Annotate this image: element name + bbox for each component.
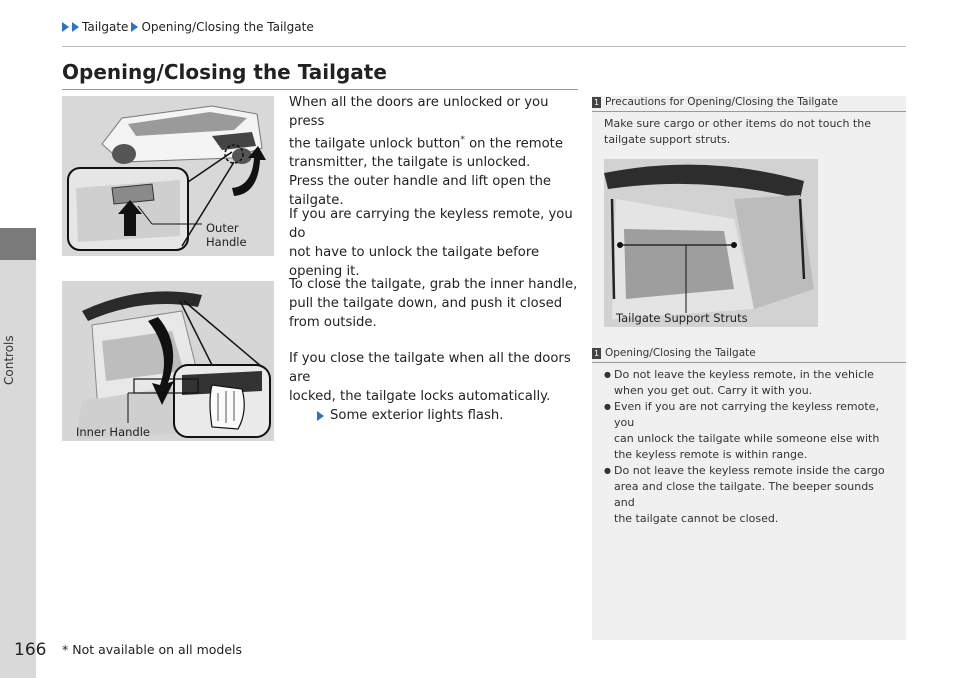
page-number: 166 [14,640,47,660]
paragraph-keyless: If you are carrying the keyless remote, … [289,205,581,281]
body-line: pull the tailgate down, and push it clos… [289,296,563,311]
breadcrumb-item-current: Opening/Closing the Tailgate [141,20,314,34]
header-divider [62,46,906,47]
outer-handle-illustration: Outer Handle [62,96,274,256]
page-title: Opening/Closing the Tailgate [62,60,387,84]
body-line: tailgate. [289,193,344,209]
inner-handle-figure: Inner Handle [62,281,274,441]
body-line: If you close the tailgate when all the d… [289,351,571,385]
inner-handle-label: Inner Handle [76,425,150,439]
body-line: When all the doors are unlocked or you p… [289,95,549,129]
title-underline [62,89,578,90]
body-line: locked, the tailgate locks automatically… [289,389,551,404]
footnote-marker: * [460,135,465,145]
body-line: opening it. [289,264,360,279]
note-icon: 1 [592,96,601,108]
outer-handle-label-line2: Handle [206,235,247,249]
breadcrumb-arrow-icon [131,22,139,32]
body-line: If you are carrying the keyless remote, … [289,207,573,241]
body-line: the tailgate unlock button* on the remot… [289,135,563,152]
support-struts-figure: Tailgate Support Struts [604,159,818,327]
support-struts-label: Tailgate Support Struts [615,311,748,325]
body-line: from outside. [289,315,377,330]
list-item: Do not leave the keyless remote, in the … [604,367,894,399]
breadcrumb-item-tailgate[interactable]: Tailgate [82,20,129,34]
support-struts-illustration: Tailgate Support Struts [604,159,818,327]
footnote: * Not available on all models [62,642,243,657]
side-tab-strip [0,260,36,678]
side-tab-marker [0,228,36,260]
side-tab: Controls [0,0,36,678]
paragraph-autolock: If you close the tailgate when all the d… [289,349,581,425]
sub-note: Some exterior lights flash. [317,406,581,425]
note-bullet-list: Do not leave the keyless remote, in the … [604,367,894,527]
body-line: Press the outer handle and lift open the [289,174,552,190]
list-item: Do not leave the keyless remote inside t… [604,463,894,527]
paragraph-close: To close the tailgate, grab the inner ha… [289,275,581,332]
side-tab-label: Controls [2,335,16,385]
note-opening-heading: 1 Opening/Closing the Tailgate [592,347,906,363]
outer-handle-label-line1: Outer [206,221,239,235]
inner-handle-illustration: Inner Handle [62,281,274,441]
body-line: To close the tailgate, grab the inner ha… [289,277,578,292]
breadcrumb: Tailgate Opening/Closing the Tailgate [62,20,314,34]
list-item: Even if you are not carrying the keyless… [604,399,894,463]
body-line: transmitter, the tailgate is unlocked. [289,155,531,171]
note-opening-text: Do not leave the keyless remote, in the … [604,367,894,527]
sub-note-arrow-icon [317,410,324,421]
breadcrumb-arrow-icon [72,22,79,32]
paragraph-unlock: When all the doors are unlocked or you p… [289,93,581,210]
note-precautions-heading: 1 Precautions for Opening/Closing the Ta… [592,96,906,112]
body-line: not have to unlock the tailgate before [289,245,540,260]
outer-handle-figure: Outer Handle [62,96,274,256]
note-precautions-text: Make sure cargo or other items do not to… [604,117,871,146]
breadcrumb-arrow-icon [62,22,69,32]
note-icon: 1 [592,347,601,359]
